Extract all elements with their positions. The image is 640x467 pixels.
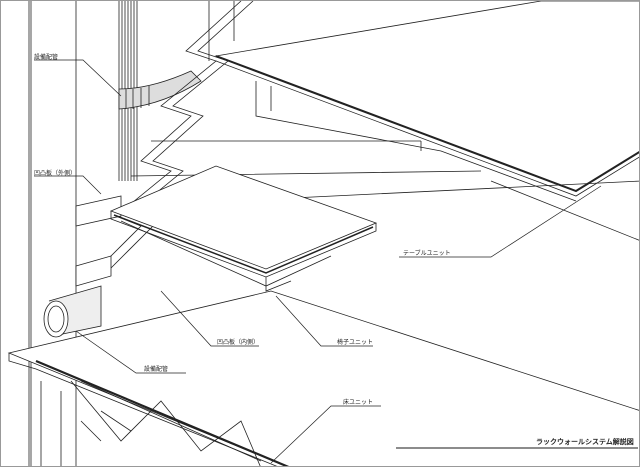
- label-floor-unit: 床ユニット: [343, 399, 374, 406]
- label-panel-inner: 凹凸板（内側）: [217, 339, 260, 346]
- pipe-bottom: [43, 285, 102, 338]
- floor-unit-drawing: [7, 290, 639, 466]
- label-pipe-bottom: 設備配管: [144, 366, 169, 373]
- pipe-elbow-top: [118, 70, 202, 110]
- leader-lines: [34, 59, 602, 464]
- diagram-title: ラックウォールシステム解説図: [536, 438, 634, 446]
- chair-unit-drawing: [109, 165, 378, 292]
- label-pipe-top: 設備配管: [34, 54, 59, 61]
- table-unit-drawing: [214, 1, 639, 202]
- label-chair-unit: 椅子ユニット: [337, 339, 374, 346]
- label-table-unit: テーブルユニット: [403, 250, 451, 257]
- label-panel-outer: 凹凸板（外側）: [34, 170, 77, 177]
